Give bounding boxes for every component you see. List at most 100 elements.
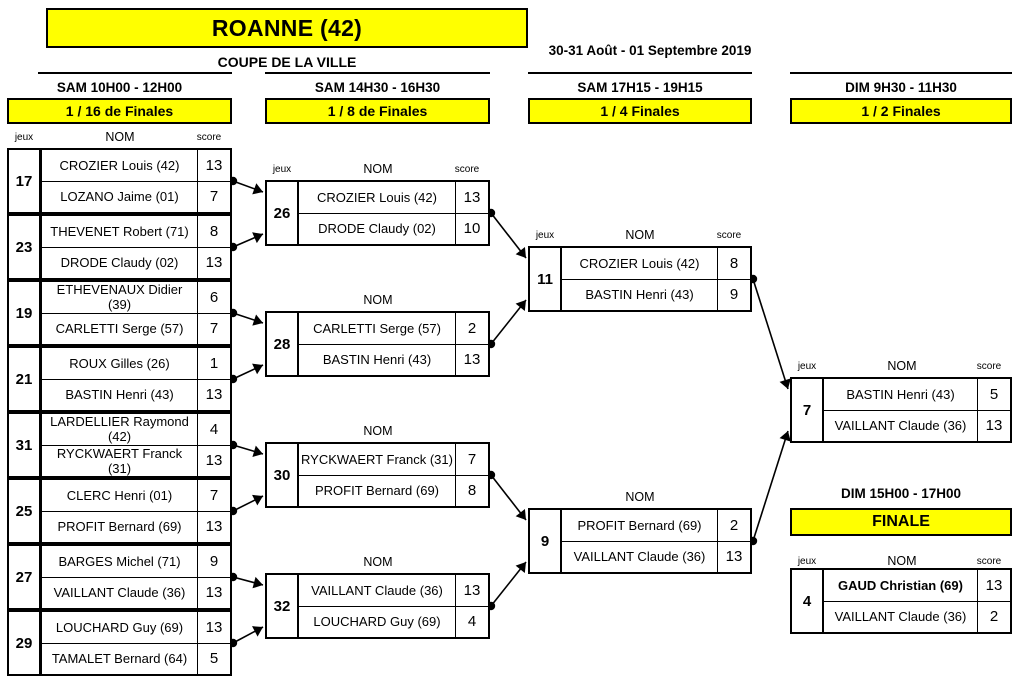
player-name: BARGES Michel (71): [41, 546, 198, 577]
player-name: RYCKWAERT Franck (31): [41, 445, 198, 476]
connector-r2-r3-2: [486, 299, 527, 349]
player-row[interactable]: VAILLANT Claude (36)13: [562, 541, 750, 572]
player-row[interactable]: ETHEVENAUX Didier (39)6: [41, 282, 230, 314]
player-row[interactable]: RYCKWAERT Franck (31)7: [299, 444, 488, 476]
player-row[interactable]: DRODE Claudy (02) 13: [41, 247, 230, 278]
player-score: 2: [467, 319, 477, 337]
caption-jeux-r2: jeux: [272, 164, 292, 175]
connector-r3-r4-2: [748, 430, 791, 546]
round-label-1: 1 / 16 de Finales: [7, 98, 232, 124]
match-number: 31: [9, 414, 41, 476]
player-row[interactable]: LOUCHARD Guy (69)13: [41, 612, 230, 644]
round-rule-4: [790, 72, 1012, 74]
player-name: PROFIT Bernard (69): [41, 511, 198, 542]
player-score: 7: [467, 450, 477, 468]
player-row[interactable]: ROUX Gilles (26)1: [41, 348, 230, 380]
player-score: 8: [729, 254, 739, 272]
player-row[interactable]: DRODE Claudy (02)10: [299, 213, 488, 244]
player-score: 13: [205, 618, 223, 636]
player-row[interactable]: LOZANO Jaime (01)7: [41, 181, 230, 212]
match-number: 21: [9, 348, 41, 410]
player-score: 13: [985, 576, 1003, 594]
player-name: VAILLANT Claude (36): [824, 601, 978, 632]
caption-nom-r3: NOM: [625, 490, 655, 504]
player-score: 5: [989, 385, 999, 403]
player-row[interactable]: BASTIN Henri (43)13: [41, 379, 230, 410]
player-name: DRODE Claudy (02): [41, 247, 198, 278]
player-row[interactable]: BASTIN Henri (43)5: [824, 379, 1010, 411]
player-row[interactable]: LARDELLIER Raymond (42)4: [41, 414, 230, 446]
connector-r2-r3-1: [486, 208, 527, 259]
player-name: ETHEVENAUX Didier (39): [41, 282, 198, 313]
finale-time: DIM 15H00 - 17H00: [840, 485, 962, 501]
caption-nom-r2: NOM: [363, 162, 393, 176]
round-label-4: 1 / 2 Finales: [790, 98, 1012, 124]
player-score: 13: [725, 548, 743, 566]
player-row[interactable]: BARGES Michel (71)9: [41, 546, 230, 578]
caption-score-r4: score: [976, 361, 1002, 372]
player-name: CLERC Henri (01): [41, 480, 198, 511]
round-rule-3: [528, 72, 752, 74]
player-row[interactable]: VAILLANT Claude (36)13: [41, 577, 230, 608]
player-row[interactable]: CROZIER Louis (42)13: [41, 150, 230, 182]
caption-jeux-r1: jeux: [14, 132, 34, 143]
player-row[interactable]: BASTIN Henri (43)9: [562, 279, 750, 310]
player-row[interactable]: CLERC Henri (01) 7: [41, 480, 230, 512]
player-name: ROUX Gilles (26): [41, 348, 198, 379]
player-row[interactable]: VAILLANT Claude (36) 13: [299, 575, 488, 607]
player-row[interactable]: BASTIN Henri (43)13: [299, 344, 488, 375]
player-name: BASTIN Henri (43): [41, 379, 198, 410]
player-row[interactable]: RYCKWAERT Franck (31) 13: [41, 445, 230, 476]
match-number: 29: [9, 612, 41, 674]
player-row[interactable]: CARLETTI Serge (57)2: [299, 313, 488, 345]
player-name: PROFIT Bernard (69): [299, 475, 456, 506]
player-name: TAMALET Bernard (64): [41, 643, 198, 674]
player-row[interactable]: PROFIT Bernard (69)13: [41, 511, 230, 542]
player-name: VAILLANT Claude (36): [299, 575, 456, 606]
player-row[interactable]: PROFIT Bernard (69)2: [562, 510, 750, 542]
player-row[interactable]: CARLETTI Serge (57)7: [41, 313, 230, 344]
connector-r1-r2-3: [228, 308, 264, 326]
player-row[interactable]: CROZIER Louis (42) 8: [562, 248, 750, 280]
player-row[interactable]: VAILLANT Claude (36)2: [824, 601, 1010, 632]
player-row[interactable]: VAILLANT Claude (36)13: [824, 410, 1010, 441]
connector-r2-r3-3: [486, 470, 527, 521]
connector-r2-r3-4: [486, 561, 527, 611]
player-name: CROZIER Louis (42): [562, 248, 718, 279]
player-name: LARDELLIER Raymond (42): [41, 414, 198, 445]
connector-r1-r2-4: [228, 363, 264, 384]
player-score: 7: [209, 486, 219, 504]
player-score: 7: [209, 320, 219, 338]
player-row[interactable]: LOUCHARD Guy (69)4: [299, 606, 488, 637]
player-score: 13: [205, 452, 223, 470]
caption-nom-r2: NOM: [363, 555, 393, 569]
player-name: PROFIT Bernard (69): [562, 510, 718, 541]
player-row[interactable]: TAMALET Bernard (64)5: [41, 643, 230, 674]
player-score: 13: [205, 254, 223, 272]
caption-jeux-finale: jeux: [797, 556, 817, 567]
player-row[interactable]: THEVENET Robert (71)8: [41, 216, 230, 248]
match-number: 28: [267, 313, 299, 375]
player-row[interactable]: PROFIT Bernard (69)8: [299, 475, 488, 506]
player-score: 10: [463, 220, 481, 238]
round-time-4: DIM 9H30 - 11H30: [845, 79, 957, 95]
match-number: 7: [792, 379, 824, 441]
page-title: ROANNE (42): [46, 8, 528, 48]
caption-nom-r3: NOM: [625, 228, 655, 242]
player-score: 13: [463, 581, 481, 599]
player-row[interactable]: GAUD Christian (69)13: [824, 570, 1010, 602]
connector-r1-r2-1: [228, 176, 264, 195]
player-row[interactable]: CROZIER Louis (42)13: [299, 182, 488, 214]
player-name: BASTIN Henri (43): [562, 279, 718, 310]
